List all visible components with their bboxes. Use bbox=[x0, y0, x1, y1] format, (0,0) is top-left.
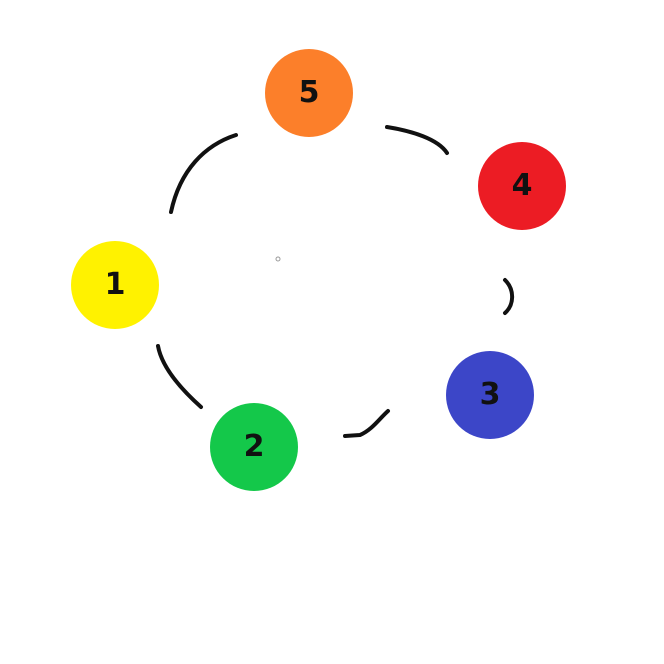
node-5: 5 bbox=[265, 49, 353, 137]
edge-3-to-4 bbox=[503, 278, 515, 315]
node-2-label: 2 bbox=[243, 429, 265, 464]
node-1-label: 1 bbox=[104, 267, 126, 302]
edge-1-to-2 bbox=[156, 344, 203, 409]
node-3: 3 bbox=[446, 351, 534, 439]
node-4-label: 4 bbox=[511, 168, 533, 203]
edge-5-to-1 bbox=[169, 133, 238, 214]
node-2: 2 bbox=[210, 403, 298, 491]
node-1: 1 bbox=[71, 241, 159, 329]
edge-2-to-3 bbox=[343, 409, 390, 438]
node-5-label: 5 bbox=[298, 75, 320, 110]
center-point bbox=[275, 256, 281, 262]
node-3-label: 3 bbox=[479, 377, 501, 412]
edge-4-to-5 bbox=[385, 125, 449, 155]
node-4: 4 bbox=[478, 142, 566, 230]
